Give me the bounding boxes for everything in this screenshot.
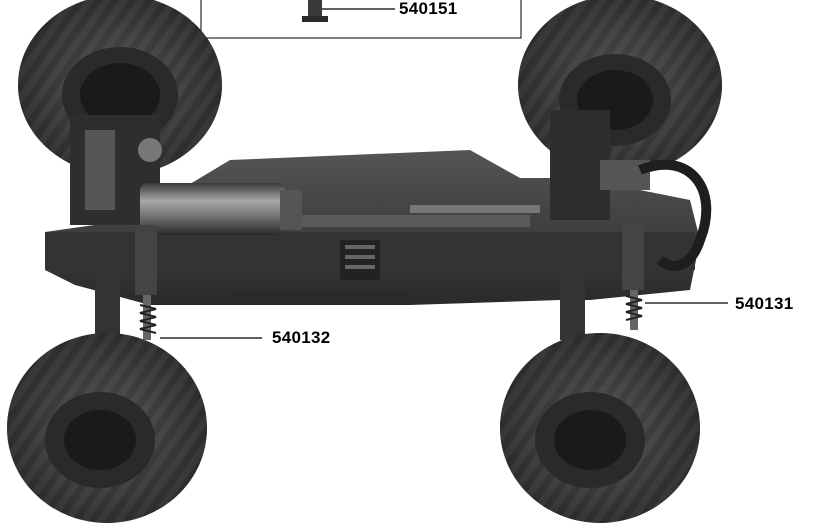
tire-top-right: [518, 0, 722, 175]
part-540151-inset-box: [200, 0, 522, 39]
suspension-arms: [95, 255, 585, 340]
part-number-540132: 540132: [272, 328, 331, 347]
part-number-540131: 540131: [735, 294, 794, 313]
rear-shock: [135, 225, 157, 340]
tire-bottom-right: [500, 333, 700, 523]
tire-bottom-left: [7, 333, 207, 523]
part-number-540151: 540151: [399, 0, 458, 18]
front-bulkhead: [550, 110, 712, 271]
motor: [140, 183, 302, 235]
front-shock: [622, 220, 644, 330]
